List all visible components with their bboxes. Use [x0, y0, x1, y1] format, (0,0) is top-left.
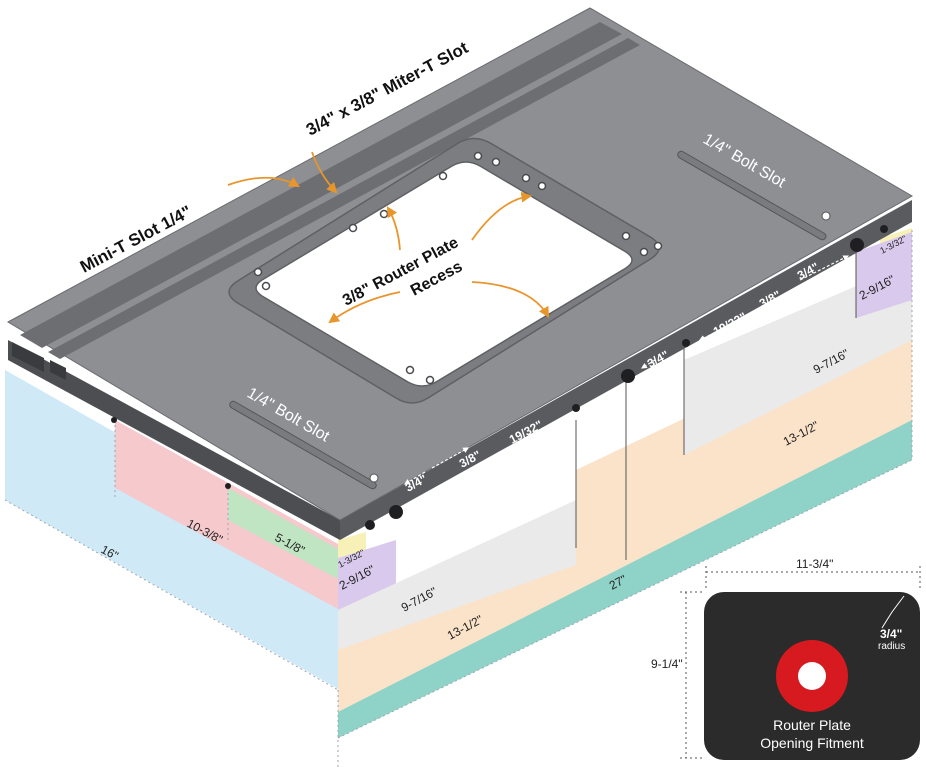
- inset-ring-inner: [798, 662, 826, 690]
- bolt-slot-bottom: [229, 400, 379, 490]
- edge-dimension-arrows: [403, 255, 850, 485]
- pointer-arrows: [227, 151, 550, 324]
- dotted-guides: [4, 230, 913, 770]
- edge-holes: [111, 225, 888, 530]
- inset-caption-line1: Router Plate: [773, 717, 851, 733]
- router-plate-recess: [228, 137, 660, 404]
- miter-slot: [12, 22, 640, 380]
- band-2-9-16-right: [856, 232, 912, 318]
- measure-lines: [575, 248, 857, 560]
- inset-radius-value: 3/4": [880, 627, 902, 641]
- band-16in: [5, 370, 340, 690]
- bolt-slot-top: [677, 150, 831, 241]
- band-9-7-16-left: [338, 500, 576, 650]
- inset-caption-line2: Opening Fitment: [760, 735, 864, 751]
- inset-width-label: 11-3/4": [796, 557, 833, 571]
- inset-height-label: 9-1/4": [651, 657, 683, 671]
- band-9-7-16-right: [684, 262, 912, 455]
- inset-plate-diagram: 11-3/4" 9-1/4" 3/4" radius Router Plate …: [651, 557, 921, 760]
- recess-screw-holes: [253, 151, 663, 385]
- inset-radius-word: radius: [878, 641, 905, 652]
- table-front-face: [8, 340, 340, 540]
- band-5-1-8in: [228, 488, 340, 580]
